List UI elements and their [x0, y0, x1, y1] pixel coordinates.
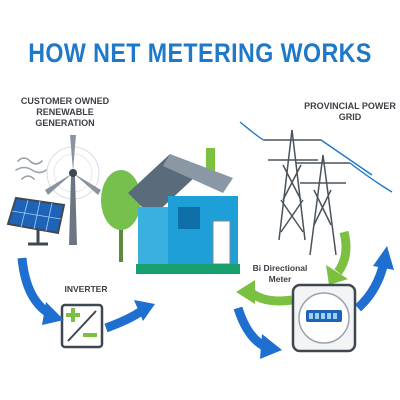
solar-panel-icon [6, 196, 66, 246]
meter-icon [291, 283, 357, 353]
power-line-wires [239, 121, 393, 193]
wind-lines-icon [15, 157, 47, 180]
transmission-tower-icon [264, 129, 350, 256]
page-title: HOW NET METERING WORKS [28, 38, 372, 68]
label-inverter: INVERTER [64, 284, 108, 294]
label-power-grid: PROVINCIAL POWER GRID [304, 101, 396, 122]
label-bi-directional-meter: Bi Directional Meter [252, 263, 308, 284]
green-flow-arrows [236, 230, 351, 306]
house-icon [128, 148, 240, 274]
label-renewable-generation: CUSTOMER OWNED RENEWABLE GENERATION [20, 96, 110, 128]
blue-flow-arrows [17, 246, 394, 359]
wind-turbine-icon [45, 135, 101, 245]
inverter-icon [60, 303, 104, 349]
tree-icon [101, 170, 141, 262]
